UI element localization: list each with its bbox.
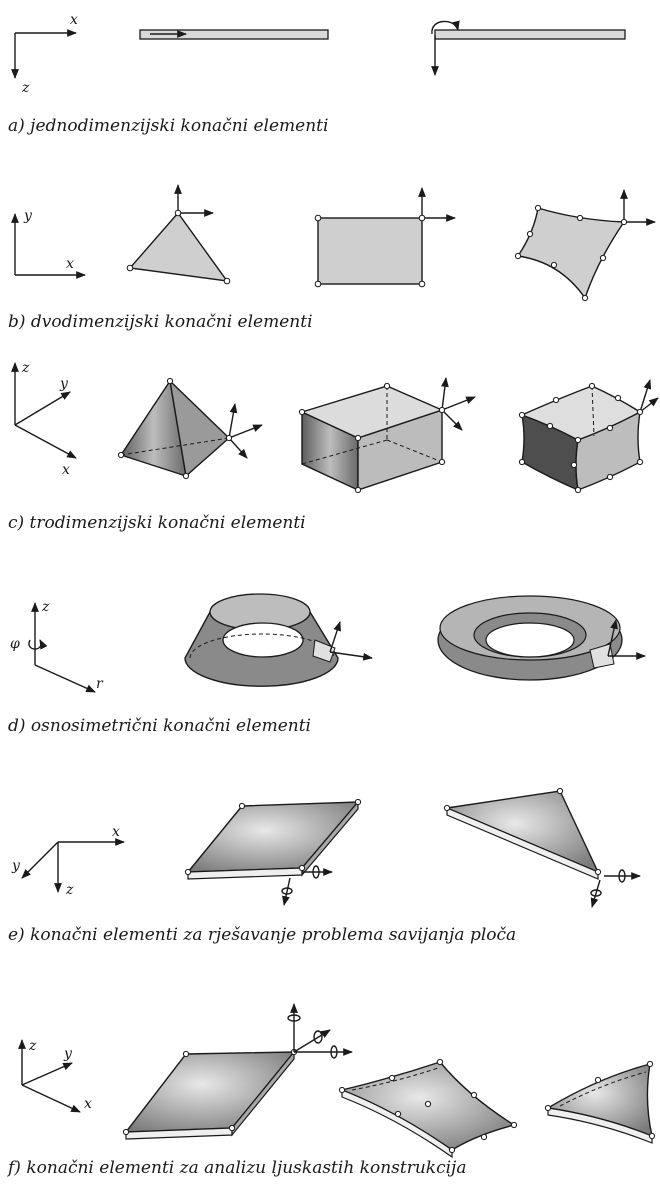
tetrahedron-element — [117, 377, 263, 480]
axis-label-x: x — [84, 1096, 92, 1112]
row-e-figures: x y z — [11, 787, 641, 908]
row-b-figures: y x — [11, 184, 656, 302]
axis-label-y: y — [23, 208, 33, 224]
axis-label-z: z — [41, 599, 50, 615]
beam-element — [431, 20, 626, 76]
curved-quad-element — [514, 189, 656, 302]
axis-label-x: x — [66, 256, 74, 272]
row-a-figures: x z — [11, 12, 626, 96]
row-d-figures: z φ r — [10, 593, 646, 693]
toroidal-shell-element — [437, 595, 646, 681]
axis-label-r: r — [96, 676, 104, 692]
hexahedron-element — [298, 377, 476, 494]
axis-label-z: z — [65, 882, 74, 898]
shell-flat-quad-element — [122, 1003, 353, 1140]
plate-quad-element — [184, 798, 362, 906]
axis-label-z: z — [28, 1038, 37, 1054]
caption-a: a) jednodimenzijski konačni elementi — [8, 116, 329, 136]
axes-xyz-f: z y x — [18, 1038, 92, 1113]
axis-label-z: z — [21, 80, 30, 96]
row-f-figures: z y x — [18, 1003, 656, 1159]
axis-label-x: x — [70, 12, 78, 28]
axes-xyz-c: z y x — [11, 360, 77, 478]
triangle-element — [126, 184, 231, 285]
axes-xz-a: x z — [11, 12, 78, 96]
axis-label-y: y — [63, 1046, 73, 1062]
axis-label-phi: φ — [10, 636, 20, 652]
row-c-figures: z y x — [11, 360, 659, 494]
caption-e: e) konačni elementi za rješavanje proble… — [8, 925, 517, 945]
axis-label-y: y — [59, 376, 69, 392]
axis-label-z: z — [21, 360, 30, 376]
caption-c: c) trodimenzijski konačni elementi — [8, 513, 306, 533]
shell-curved-triangle-element — [544, 1060, 656, 1144]
caption-d: d) osnosimetrični konačni elementi — [8, 716, 311, 736]
rectangle-element — [314, 187, 456, 288]
axis-label-y: y — [11, 858, 21, 874]
axis-label-x: x — [62, 462, 70, 478]
axes-xy-b: y x — [11, 208, 86, 279]
shell-curved-quad-element — [338, 1058, 518, 1159]
caption-b: b) dvodimenzijski konačni elementi — [8, 312, 313, 332]
conical-shell-element — [184, 593, 373, 687]
axis-label-x: x — [112, 824, 120, 840]
plate-triangle-element — [443, 787, 641, 908]
curved-hexahedron-element — [518, 379, 659, 494]
bar-element — [139, 29, 329, 40]
axes-xyz-e: x y z — [11, 824, 125, 898]
axes-rz-d: z φ r — [10, 599, 104, 693]
caption-f: f) konačni elementi za analizu ljuskasti… — [8, 1158, 467, 1178]
